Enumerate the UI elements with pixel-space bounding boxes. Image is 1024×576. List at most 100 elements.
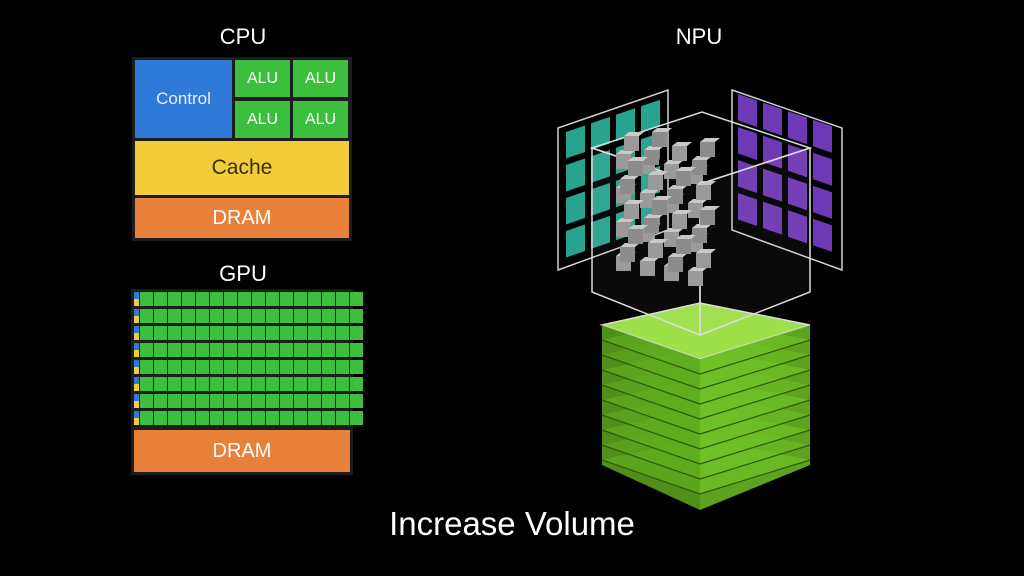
- gpu-alu: [140, 326, 153, 340]
- npu-right-panel-cell: [813, 185, 832, 219]
- gpu-alu: [154, 326, 167, 340]
- gpu-alu: [336, 411, 349, 425]
- cpu-alu: ALU: [235, 60, 290, 97]
- npu-compute-block: [628, 229, 643, 244]
- gpu-alu: [350, 326, 363, 340]
- cpu-control-unit: Control: [135, 60, 232, 138]
- npu-base-slot: [699, 444, 811, 480]
- npu-left-panel-cell: [591, 215, 610, 249]
- npu-cube-right-frame: [699, 146, 811, 337]
- gpu-core-row: [134, 394, 363, 408]
- gpu-alu: [266, 292, 279, 306]
- gpu-alu: [280, 292, 293, 306]
- gpu-alu: [294, 377, 307, 391]
- npu-compute-block-top: [696, 249, 716, 253]
- gpu-alu: [336, 394, 349, 408]
- gpu-core-row: [134, 326, 363, 340]
- gpu-alu: [350, 343, 363, 357]
- npu-compute-block: [696, 253, 711, 268]
- npu-compute-block-top: [652, 128, 672, 132]
- gpu-alu: [238, 377, 251, 391]
- gpu-alu: [140, 394, 153, 408]
- gpu-alu: [336, 309, 349, 323]
- gpu-alu: [252, 411, 265, 425]
- gpu-alu: [252, 292, 265, 306]
- gpu-alu: [280, 326, 293, 340]
- gpu-alu: [140, 292, 153, 306]
- gpu-alu: [210, 394, 223, 408]
- gpu-alu: [238, 326, 251, 340]
- npu-compute-block: [688, 203, 703, 218]
- gpu-alu: [252, 309, 265, 323]
- npu-right-panel-cell: [813, 119, 832, 153]
- gpu-control-cache: [134, 411, 139, 425]
- npu-compute-block: [688, 271, 703, 286]
- gpu-control-cache: [134, 394, 139, 408]
- gpu-alu: [308, 326, 321, 340]
- gpu-alu: [168, 326, 181, 340]
- npu-compute-block: [664, 232, 679, 247]
- npu-base-slot: [699, 354, 811, 390]
- npu-compute-block: [620, 179, 635, 194]
- npu-compute-block: [692, 228, 707, 243]
- gpu-alu: [224, 394, 237, 408]
- gpu-alu: [308, 292, 321, 306]
- gpu-alu: [280, 411, 293, 425]
- npu-left-panel-cell: [566, 224, 585, 258]
- gpu-alu: [294, 292, 307, 306]
- gpu-core-row: [134, 360, 363, 374]
- gpu-alu: [168, 411, 181, 425]
- gpu-alu: [210, 326, 223, 340]
- gpu-alu: [266, 326, 279, 340]
- npu-compute-block: [616, 222, 631, 237]
- npu-left-panel-cell: [566, 158, 585, 192]
- npu-compute-block: [652, 132, 667, 147]
- npu-base-slot: [601, 354, 701, 390]
- npu-left-panel-cell: [591, 182, 610, 216]
- gpu-alu: [252, 360, 265, 374]
- npu-compute-block-top: [700, 138, 720, 142]
- gpu-alu: [322, 360, 335, 374]
- npu-right-panel-cell: [738, 127, 757, 160]
- gpu-alu: [210, 292, 223, 306]
- npu-compute-block: [700, 142, 715, 157]
- npu-compute-block: [672, 146, 687, 161]
- npu-right-panel-cell: [738, 193, 757, 226]
- npu-compute-block: [640, 261, 655, 276]
- gpu-alu: [350, 292, 363, 306]
- gpu-alu: [140, 360, 153, 374]
- gpu-control-cache: [134, 292, 139, 306]
- npu-right-panel-cell: [763, 102, 782, 136]
- caption: Increase Volume: [389, 505, 635, 542]
- npu-right-panel-cell: [738, 94, 757, 127]
- gpu-alu: [308, 309, 321, 323]
- npu-compute-block-top: [648, 239, 668, 243]
- gpu-core-row: [134, 343, 363, 357]
- gpu-alu: [182, 292, 195, 306]
- gpu-alu: [350, 411, 363, 425]
- npu-compute-block-top: [628, 157, 648, 161]
- gpu-alu: [308, 343, 321, 357]
- npu-compute-block: [676, 239, 691, 254]
- gpu-alu: [154, 411, 167, 425]
- npu-compute-block: [672, 214, 687, 229]
- gpu-alu: [266, 360, 279, 374]
- cpu-alu: ALU: [235, 101, 290, 138]
- gpu-alu: [266, 343, 279, 357]
- gpu-alu: [336, 343, 349, 357]
- npu-right-panel-cell: [763, 135, 782, 169]
- npu-compute-block: [620, 247, 635, 262]
- npu-compute-block: [648, 243, 663, 258]
- gpu-alu: [182, 394, 195, 408]
- gpu-alu: [168, 377, 181, 391]
- npu-base-slot: [601, 414, 701, 450]
- cpu-alu: ALU: [293, 101, 348, 138]
- npu-compute-block-top: [696, 181, 716, 185]
- npu-compute-block: [644, 218, 659, 233]
- cpu-heading: CPU: [219, 24, 267, 49]
- gpu-heading: GPU: [219, 261, 267, 286]
- gpu-alu: [224, 377, 237, 391]
- gpu-alu: [322, 309, 335, 323]
- npu-base-slot: [699, 399, 811, 435]
- gpu-alu: [280, 343, 293, 357]
